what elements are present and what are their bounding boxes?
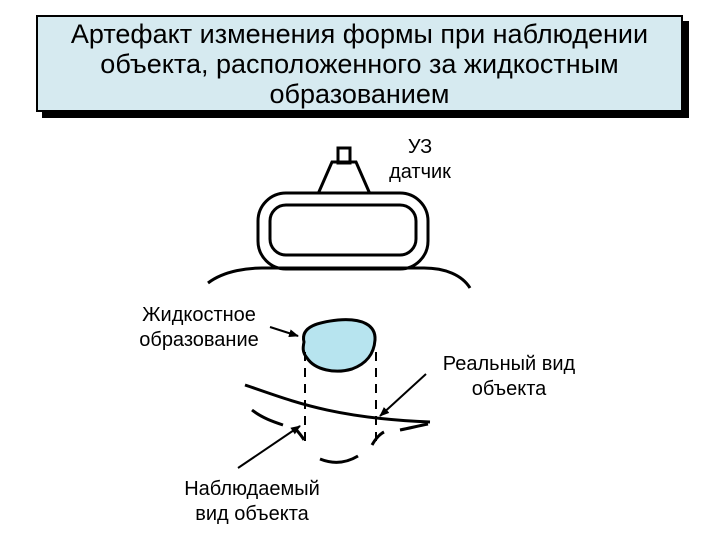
pointer-arrows [237, 326, 427, 469]
arrow-fluid [269, 326, 299, 338]
arrow-real [379, 373, 427, 417]
skin-surface [207, 266, 472, 289]
probe-inner-body [268, 203, 418, 257]
title-box: Артефакт изменения формы при наблюдении … [36, 15, 683, 112]
real-object-label: Реальный вид объекта [442, 353, 576, 400]
probe-group [207, 146, 472, 289]
title-line-1: Артефакт изменения формы при наблюдении [70, 18, 649, 49]
title-line-2: объекта, расположенного за жидкостным [100, 48, 619, 79]
real-object-curve [244, 383, 431, 424]
title-line-3: образованием [269, 78, 450, 109]
observed-object-label: Наблюдаемый вид объекта [184, 478, 320, 525]
arrow-observed [237, 425, 301, 469]
fluid-formation-shape [301, 318, 377, 373]
observed-object-curve [251, 408, 429, 464]
fluid-label: Жидкостное образование [139, 304, 259, 351]
probe-handle [316, 160, 372, 195]
probe-label: УЗ датчик [389, 136, 451, 183]
